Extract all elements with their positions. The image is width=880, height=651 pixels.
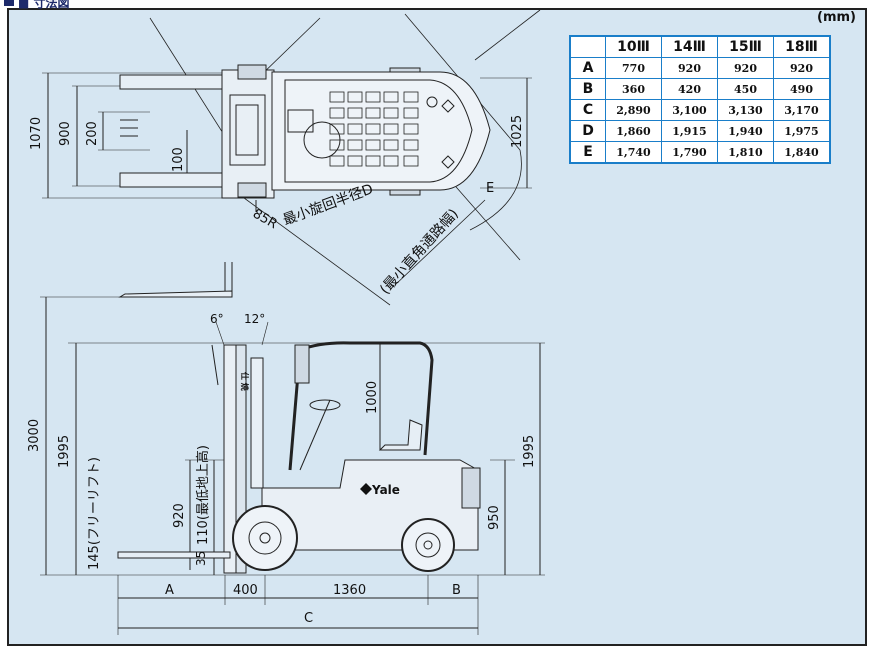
spec-table-header-row: 10Ⅲ 14Ⅲ 15Ⅲ 18Ⅲ: [569, 35, 831, 58]
dim-c-label: C: [304, 611, 313, 626]
dim-1360-label: 1360: [333, 583, 366, 598]
dim-950-label: 950: [487, 505, 502, 530]
spec-row-label: C: [569, 99, 606, 121]
angle-6-label: 6°: [210, 312, 224, 326]
spec-cell: 3,100: [661, 99, 718, 121]
spec-cell: 1,940: [717, 120, 774, 142]
spec-cell: 1,975: [773, 120, 831, 142]
yale-diamond-icon: [360, 483, 372, 495]
label-e: E: [486, 181, 494, 196]
spec-cell: 920: [717, 57, 774, 79]
table-row: A 770 920 920 920: [569, 57, 831, 79]
yale-logo: Yale: [371, 483, 400, 497]
spec-cell: 1,740: [605, 141, 662, 164]
spec-table: 10Ⅲ 14Ⅲ 15Ⅲ 18Ⅲ A 770 920 920 920 B 360 …: [569, 35, 831, 164]
header-square-icon: [4, 0, 14, 6]
spec-cell: 1,840: [773, 141, 831, 164]
spec-cell: 3,130: [717, 99, 774, 121]
spec-cell: 920: [773, 57, 831, 79]
dim-b-label: B: [452, 583, 461, 598]
spec-cell: 1,860: [605, 120, 662, 142]
dim-920-label: 920: [172, 503, 187, 528]
spec-table-col-header: 10Ⅲ: [605, 35, 662, 58]
spec-table-corner: [569, 35, 606, 58]
dim-400-label: 400: [233, 583, 258, 598]
table-row: C 2,890 3,100 3,130 3,170: [569, 99, 831, 121]
spec-row-label: A: [569, 57, 606, 79]
spec-row-label: B: [569, 78, 606, 100]
dim-3000-label: 3000: [27, 419, 42, 452]
dim-1995-right-label: 1995: [522, 435, 537, 468]
spec-table-col-header: 18Ⅲ: [773, 35, 831, 58]
dim-1070-label: 1070: [29, 117, 44, 150]
table-row: B 360 420 450 490: [569, 78, 831, 100]
spec-table-col-header: 14Ⅲ: [661, 35, 718, 58]
spec-cell: 360: [605, 78, 662, 100]
spec-cell: 420: [661, 78, 718, 100]
spec-cell: 2,890: [605, 99, 662, 121]
dim-1995-left-label: 1995: [57, 435, 72, 468]
spec-row-label: E: [569, 141, 606, 164]
spec-table-col-header: 15Ⅲ: [717, 35, 774, 58]
label-min-ground-clearance: 110(最低地上高): [195, 445, 211, 545]
spec-row-label: D: [569, 120, 606, 142]
spec-cell: 490: [773, 78, 831, 100]
dim-900-label: 900: [58, 121, 73, 146]
spec-cell: 3,170: [773, 99, 831, 121]
dim-1000-label: 1000: [365, 381, 380, 414]
angle-12-label: 12°: [244, 312, 265, 326]
label-85r: 85R: [250, 206, 280, 232]
spec-cell: 1,810: [717, 141, 774, 164]
spec-cell: 1,790: [661, 141, 718, 164]
dim-35-label: 35: [194, 551, 208, 566]
table-row: E 1,740 1,790 1,810 1,840: [569, 141, 831, 164]
dim-100-label: 100: [171, 147, 186, 172]
spec-cell: 450: [717, 78, 774, 100]
dim-a-label: A: [165, 583, 174, 598]
spec-cell: 920: [661, 57, 718, 79]
label-free-lift: 145(フリーリフト): [87, 457, 102, 570]
spec-cell: 770: [605, 57, 662, 79]
label-min-aisle-width: (最小直角通路幅): [376, 205, 462, 297]
unit-label: (mm): [817, 10, 856, 25]
header-bar: [0, 0, 880, 8]
header-title: ■ 寸法図: [18, 0, 70, 10]
dim-200-label: 200: [85, 121, 100, 146]
table-row: D 1,860 1,915 1,940 1,975: [569, 120, 831, 142]
mast-text: 仕 焼: [240, 371, 250, 391]
dim-1025-label: 1025: [510, 115, 525, 148]
spec-cell: 1,915: [661, 120, 718, 142]
